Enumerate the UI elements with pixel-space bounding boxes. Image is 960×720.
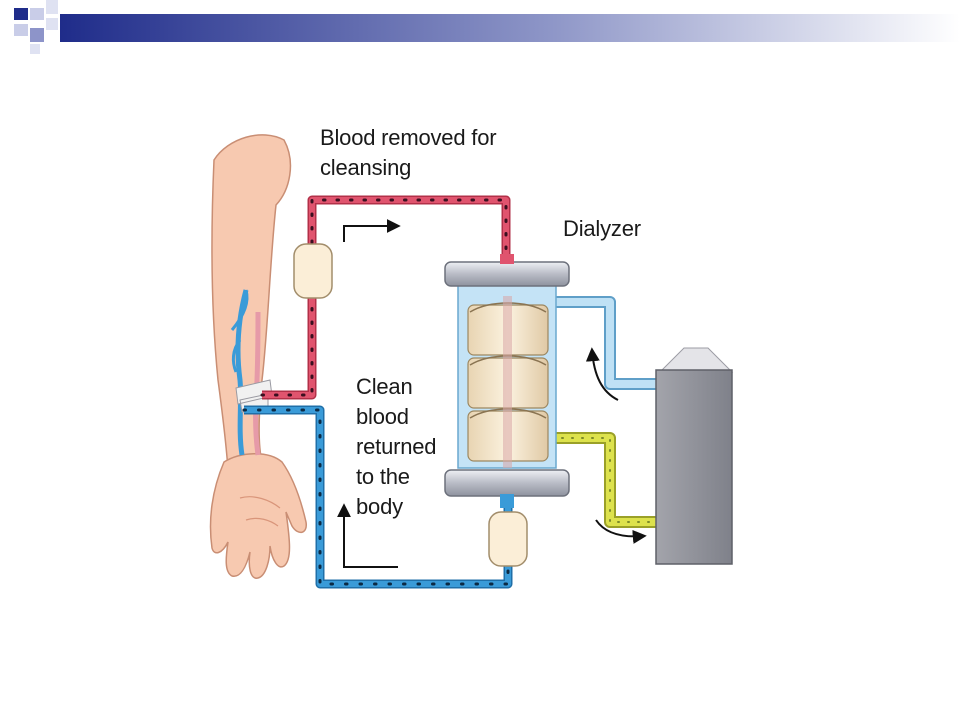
dialyzer-top-cap xyxy=(444,261,570,287)
dialyzer-bottom-port xyxy=(500,494,514,508)
arrow-dialysate-out xyxy=(585,347,619,401)
forearm xyxy=(211,134,292,471)
header-square-light-1 xyxy=(30,8,44,20)
dialyzer-blood-core xyxy=(503,296,512,468)
dialyzer xyxy=(444,254,570,508)
flow-arrows xyxy=(337,219,647,568)
label-dialyzer: Dialyzer xyxy=(563,216,641,241)
hand xyxy=(209,453,307,579)
arterial-chamber xyxy=(293,243,333,299)
machine-body xyxy=(655,369,733,565)
arrow-blood-out xyxy=(343,219,401,242)
venous-line xyxy=(242,405,528,589)
header-square-mid xyxy=(30,28,44,42)
label-clean-line-2: blood xyxy=(356,404,409,429)
dialysate-inflow-dots xyxy=(551,437,657,523)
dialysate-lines xyxy=(551,296,657,528)
label-clean-line-4: to the xyxy=(356,464,410,489)
label-clean-blood: Clean blood returned to the body xyxy=(356,372,466,522)
venous-chamber xyxy=(488,511,528,567)
slide-header-decoration xyxy=(14,0,960,54)
label-blood-removed-line-1: Blood removed for xyxy=(320,125,497,150)
header-square-light-2 xyxy=(46,0,58,14)
header-square-navy xyxy=(14,8,28,20)
header-square-light-4 xyxy=(46,18,58,30)
palm-lines xyxy=(239,496,281,527)
header-square-light-3 xyxy=(14,24,28,36)
label-blood-removed-line-2: cleansing xyxy=(320,155,412,180)
dialysate-outflow-fill xyxy=(552,298,656,388)
arrow-blood-return xyxy=(337,503,398,568)
machine-top-granules xyxy=(658,347,734,373)
label-clean-line-3: returned xyxy=(356,434,437,459)
label-clean-line-1: Clean xyxy=(356,374,413,399)
dialysis-machine xyxy=(655,347,734,565)
header-gradient-bar xyxy=(60,14,960,42)
arm-illustration xyxy=(209,134,307,579)
dialysate-outflow-tube xyxy=(552,296,656,390)
label-blood-removed: Blood removed for cleansing xyxy=(320,123,540,183)
arm-vein-branch xyxy=(230,289,249,373)
label-clean-line-5: body xyxy=(356,494,403,519)
arterial-cells xyxy=(260,198,508,397)
dialyzer-top-port xyxy=(500,254,514,264)
header-square-light-5 xyxy=(30,44,40,54)
arterial-line xyxy=(260,195,511,400)
arrow-dialysate-in xyxy=(595,519,647,544)
